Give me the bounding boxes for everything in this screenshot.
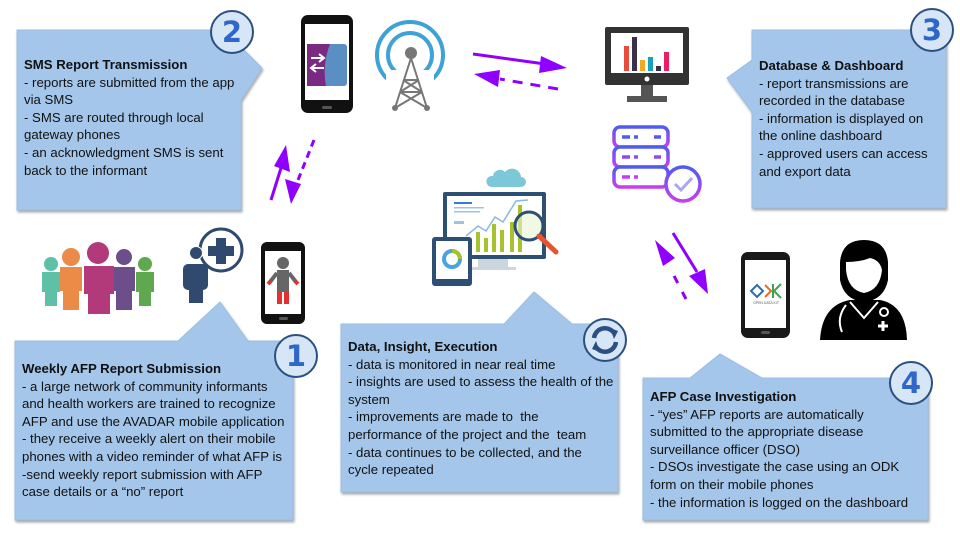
center-line: system <box>348 391 390 407</box>
center-title: Data, Insight, Execution <box>348 339 498 354</box>
step-4-text: AFP Case Investigation - “yes” AFP repor… <box>650 388 930 511</box>
step-2-line: via SMS <box>24 92 74 108</box>
step-1-badge: 1 <box>274 334 318 378</box>
step-4-line: submitted to the appropriate disease <box>650 424 864 440</box>
phone-child-icon <box>261 242 305 324</box>
cycle-badge <box>583 318 627 362</box>
step-3-text: Database & Dashboard - report transmissi… <box>759 57 945 180</box>
step-2-text: SMS Report Transmission - reports are su… <box>24 56 238 179</box>
callout-box-step-3 <box>726 29 947 209</box>
flow-arrows <box>269 52 708 300</box>
step-4-badge: 4 <box>889 361 933 405</box>
center-line: cycle repeated <box>348 462 434 478</box>
step-4-title: AFP Case Investigation <box>650 389 797 404</box>
center-line: - data continues to be collected, and th… <box>348 444 582 460</box>
step-2-line: back to the informant <box>24 162 148 178</box>
center-line: - improvements are made to the <box>348 409 539 425</box>
community-group-icon <box>42 242 154 314</box>
step-1-title: Weekly AFP Report Submission <box>22 361 222 376</box>
step-2-line: gateway phones <box>24 127 121 143</box>
step-3-line: and export data <box>759 163 851 179</box>
database-check-icon <box>612 125 702 203</box>
step-4-line: - DSOs investigate the case using an ODK <box>650 459 900 475</box>
odk-logo-text: OPEN DATA KIT <box>753 301 779 305</box>
step-1-line: -send weekly report submission with AFP <box>22 466 263 482</box>
step-2-badge: 2 <box>210 10 254 54</box>
phone-odk-icon <box>741 252 790 338</box>
step-4-line: - “yes” AFP reports are automatically <box>650 406 864 422</box>
arrow-left-dashed-step3-to-step2 <box>474 70 559 91</box>
center-line: performance of the project and the team <box>348 426 587 442</box>
step-1-line: and health workers are trained to recogn… <box>22 396 276 412</box>
step-4-line: form on their mobile phones <box>650 476 814 492</box>
arrow-down-solid-step3-to-step4 <box>671 232 708 294</box>
step-2-line: - SMS are routed through local <box>24 109 204 125</box>
step-3-line: - report transmissions are <box>759 75 909 91</box>
step-3-line: the online dashboard <box>759 128 883 144</box>
step-3-title: Database & Dashboard <box>759 58 904 73</box>
cell-tower-icon <box>375 20 445 112</box>
step-4-line: - the information is logged on the dashb… <box>650 494 909 510</box>
phone-app-icon <box>301 15 353 113</box>
step-1-line: case details or a “no” report <box>22 484 184 500</box>
analytics-dashboard-icon <box>432 168 559 286</box>
step-3-line: - information is displayed on <box>759 110 924 126</box>
callout-box-step-1 <box>14 301 294 521</box>
step-1-line: AFP and use the AVADAR mobile applicatio… <box>22 413 285 429</box>
step-2-line: - an acknowledgment SMS is sent <box>24 144 224 160</box>
step-3-line: - approved users can access <box>759 145 928 161</box>
step-4-line: surveillance officer (DSO) <box>650 441 800 457</box>
step-1-line: phones with a video reminder of what AFP… <box>22 448 282 464</box>
arrow-up-solid-step1-to-step2 <box>269 145 290 201</box>
doctor-icon <box>820 240 907 340</box>
step-2-title: SMS Report Transmission <box>24 57 188 72</box>
step-1-line: - they receive a weekly alert on their m… <box>22 431 276 447</box>
step-1-text: Weekly AFP Report Submission - a large n… <box>22 360 294 501</box>
arrow-up-dashed-step4-to-step3 <box>655 240 688 300</box>
arrow-down-dashed-step2-to-step1 <box>285 139 316 204</box>
step-2-line: - reports are submitted from the app <box>24 74 235 90</box>
callout-box-step-4 <box>642 353 929 521</box>
center-line: - data is monitored in near real time <box>348 356 556 372</box>
cycle-refresh-icon <box>591 325 619 355</box>
step-3-badge: 3 <box>910 8 954 52</box>
center-text: Data, Insight, Execution - data is monit… <box>348 338 620 479</box>
center-line: - insights are used to assess the health… <box>348 374 614 390</box>
health-worker-plus-icon <box>183 227 244 303</box>
arrow-right-solid-step2-to-step3 <box>472 52 567 73</box>
monitor-chart-icon <box>605 27 689 102</box>
step-1-line: - a large network of community informant… <box>22 378 268 394</box>
step-3-line: recorded in the database <box>759 93 905 109</box>
